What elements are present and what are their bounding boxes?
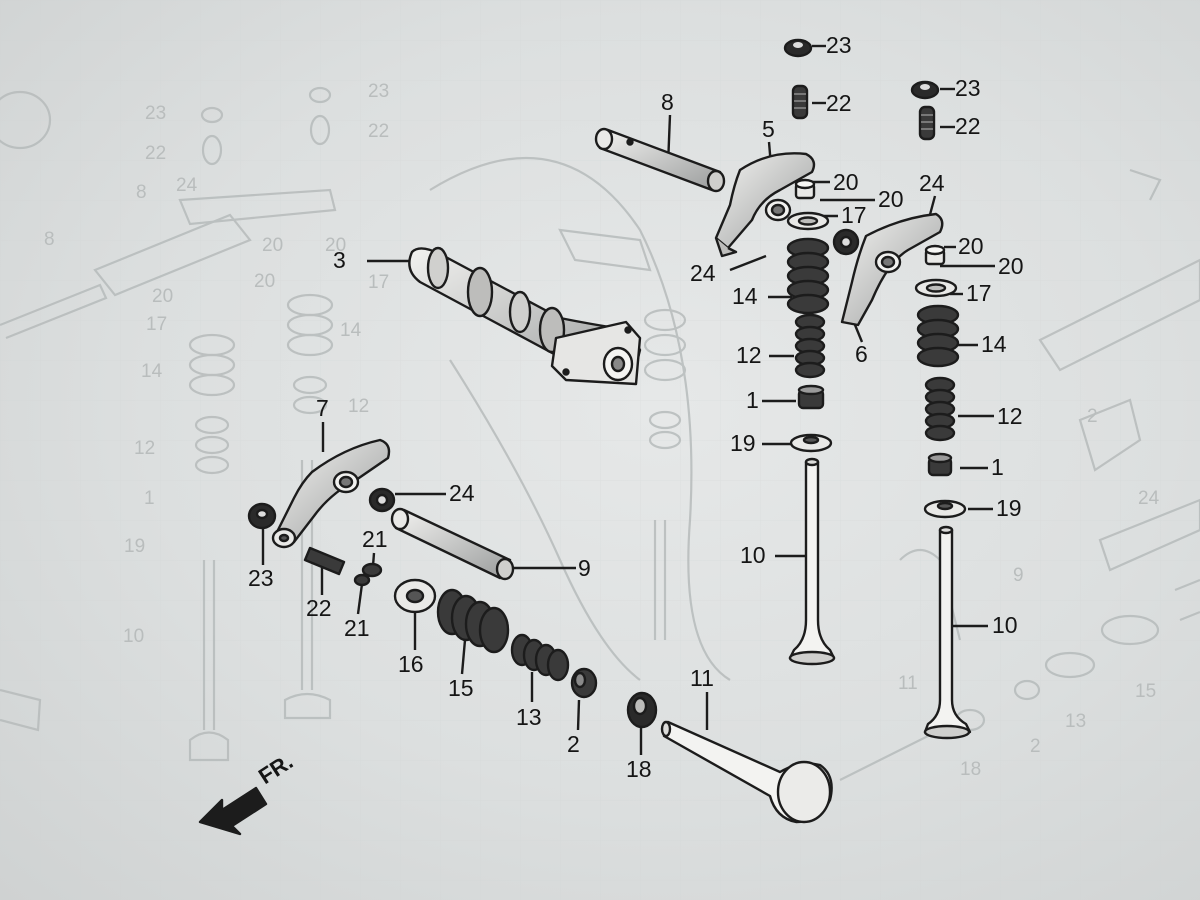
callout-c2: 2 [567,731,580,757]
ghost-callout-g12a: 12 [348,396,370,417]
ghost-callout-g23a: 23 [145,103,167,124]
callout-c19a: 19 [730,430,756,456]
callout-c14a: 14 [732,283,758,309]
callout-c21b: 21 [344,615,370,641]
ghost-callout-g13: 13 [1065,711,1087,732]
ghost-callout-g18: 18 [960,759,982,780]
callout-c22a: 22 [826,90,852,116]
callout-c21a: 21 [362,526,388,552]
callout-c20b: 20 [878,186,904,212]
parts-linework [198,38,972,836]
ghost-callout-g24a: 24 [176,175,198,196]
callout-c16: 16 [398,651,424,677]
callout-c17b: 17 [966,280,992,306]
ghost-callout-g17b: 17 [146,314,168,335]
callout-c24b: 24 [690,260,716,286]
callout-c20a: 20 [833,169,859,195]
ghost-callout-g22a: 22 [145,143,167,164]
ghost-callout-g24b: 24 [1138,488,1160,509]
ghost-callout-g8b: 8 [44,229,55,250]
callout-c10b: 10 [992,612,1018,638]
callout-c1b: 1 [991,454,1004,480]
callout-c14b: 14 [981,331,1007,357]
ghost-callout-g2: 2 [1030,736,1041,757]
ghost-callout-g11: 11 [898,673,918,694]
ghost-callout-g20c: 20 [254,271,276,292]
callout-c15: 15 [448,675,474,701]
callout-c5: 5 [762,116,775,142]
callout-c23c: 23 [248,565,274,591]
ghost-callout-g14b: 14 [141,361,163,382]
ghost-drawing [0,86,1200,781]
callout-c24c: 24 [449,480,475,506]
ghost-callout-g8: 8 [136,182,147,203]
ghost-callout-g1: 1 [144,488,155,509]
callout-c18: 18 [626,756,652,782]
callout-c12a: 12 [736,342,762,368]
callout-c11: 11 [690,665,714,691]
ghost-callout-g10: 10 [123,626,145,647]
ghost-callout-g15: 15 [1135,681,1157,702]
callout-c1a: 1 [746,387,759,413]
callout-c7: 7 [316,395,329,421]
ghost-callout-g17a: 17 [368,272,390,293]
callout-c24a: 24 [919,170,945,196]
callout-c22c: 22 [306,595,332,621]
ghost-callout-g23b: 23 [368,81,390,102]
callout-c20d: 20 [998,253,1024,279]
ghost-callout-g2b: 2 [1087,406,1098,427]
ghost-callout-g9: 9 [1013,565,1024,586]
callout-c3: 3 [333,247,346,273]
callout-c20c: 20 [958,233,984,259]
callout-c22b: 22 [955,113,981,139]
callout-c19b: 19 [996,495,1022,521]
callout-c10a: 10 [740,542,766,568]
ghost-callout-g14a: 14 [340,320,362,341]
ghost-callout-g22b: 22 [368,121,390,142]
callout-c13: 13 [516,704,542,730]
callout-c23b: 23 [955,75,981,101]
ghost-callout-g20d: 20 [152,286,174,307]
ghost-callout-g20a: 20 [262,235,284,256]
callout-c17a: 17 [841,202,867,228]
callout-c23a: 23 [826,32,852,58]
callout-c6: 6 [855,341,868,367]
ghost-callout-g20b: 20 [325,235,347,256]
callout-c9: 9 [578,555,591,581]
ghost-callout-g12b: 12 [134,438,156,459]
callout-c8: 8 [661,89,674,115]
callout-c12b: 12 [997,403,1023,429]
ghost-callout-g19: 19 [124,536,146,557]
